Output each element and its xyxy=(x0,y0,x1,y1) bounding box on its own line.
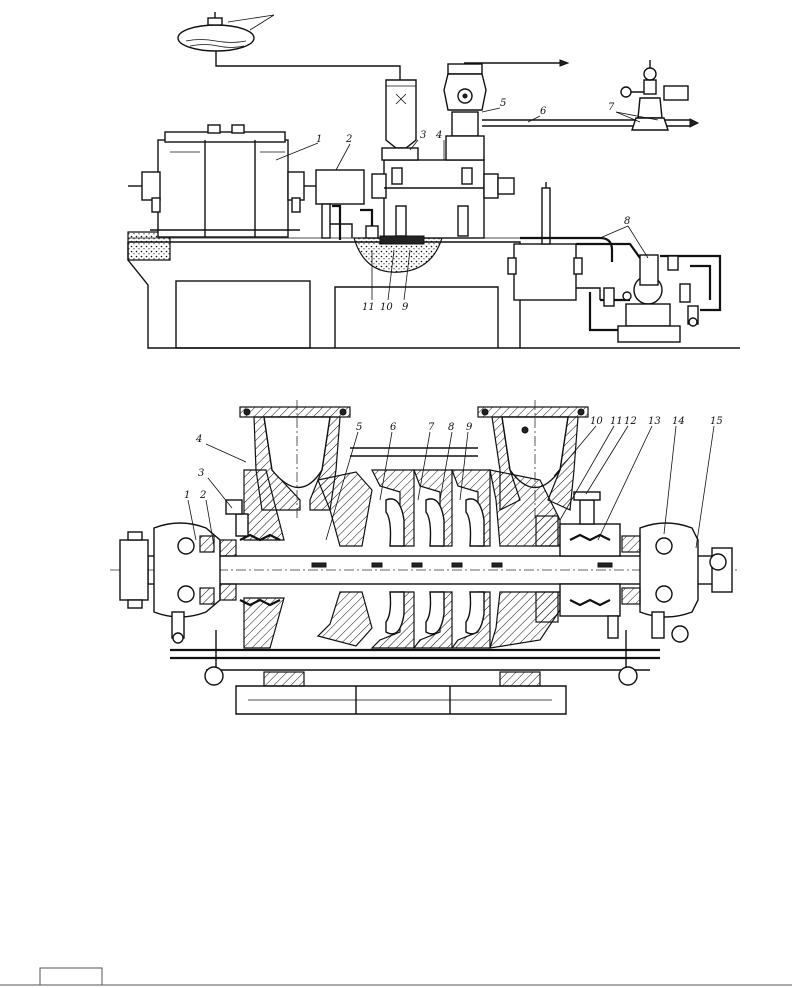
gate-valve xyxy=(620,60,689,131)
label-top-3: 3 xyxy=(420,130,426,141)
label-sec-10: 10 xyxy=(590,416,603,427)
label-sec-9: 9 xyxy=(466,422,473,433)
label-top-7: 7 xyxy=(608,102,615,113)
label-top-9: 9 xyxy=(402,302,409,313)
bearing-right xyxy=(621,522,727,643)
seal-right xyxy=(559,491,621,639)
label-sec-5: 5 xyxy=(356,422,362,433)
label-top-11: 11 xyxy=(362,302,375,313)
page-footer xyxy=(0,967,792,986)
overhead-tank xyxy=(177,12,401,80)
label-sec-2: 2 xyxy=(199,490,206,501)
label-sec-1: 1 xyxy=(184,490,190,501)
label-sec-11: 11 xyxy=(610,416,623,427)
label-sec-7: 7 xyxy=(428,422,435,433)
label-sec-6: 6 xyxy=(390,422,397,433)
label-sec-3: 3 xyxy=(198,468,204,479)
lube-oil-system xyxy=(507,182,722,343)
label-sec-8: 8 xyxy=(448,422,454,433)
pump-casing xyxy=(371,63,700,239)
label-top-6: 6 xyxy=(540,106,547,117)
label-top-8: 8 xyxy=(624,216,630,227)
label-top-5: 5 xyxy=(500,98,506,109)
label-sec-15: 15 xyxy=(710,416,723,427)
section-leaders xyxy=(187,425,715,549)
motor xyxy=(128,124,305,238)
label-sec-12: 12 xyxy=(624,416,637,427)
seal-left xyxy=(219,499,281,607)
section-labels: 1 2 3 4 5 6 7 8 9 10 11 12 13 14 15 xyxy=(184,416,723,501)
stage-casings xyxy=(243,469,561,649)
bearing-left xyxy=(153,522,221,644)
label-sec-4: 4 xyxy=(195,434,202,445)
top-leaders xyxy=(275,107,659,301)
auxiliary-piping xyxy=(332,204,425,245)
label-sec-13: 13 xyxy=(648,416,661,427)
label-top-1: 1 xyxy=(316,134,322,145)
label-top-10: 10 xyxy=(380,302,393,313)
base-frame xyxy=(170,630,660,715)
label-top-4: 4 xyxy=(435,130,442,141)
label-sec-14: 14 xyxy=(672,416,685,427)
installation-drawing: 1 2 3 4 5 6 7 8 9 10 11 xyxy=(127,12,740,349)
label-top-2: 2 xyxy=(345,134,352,145)
discharge-nozzle xyxy=(477,400,589,520)
coupling-housing xyxy=(304,169,365,239)
pump-section-drawing: 1 2 3 4 5 6 7 8 9 10 11 12 13 14 15 xyxy=(110,400,740,715)
top-labels: 1 2 3 4 5 6 7 8 9 10 11 xyxy=(316,98,630,313)
discharge-line xyxy=(464,59,570,67)
foundation xyxy=(127,231,740,349)
